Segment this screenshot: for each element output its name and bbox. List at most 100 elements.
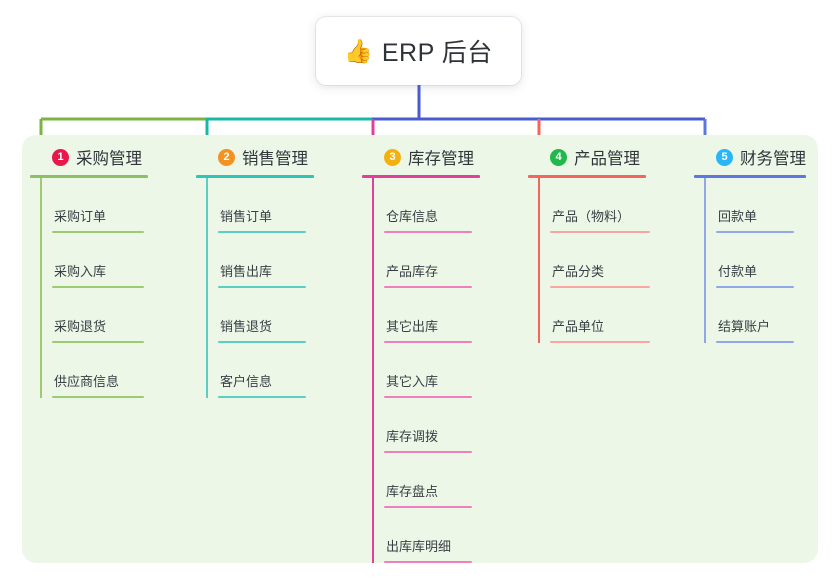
leaf-item[interactable]: 产品（物料） [528, 178, 680, 233]
leaf-item-label: 付款单 [718, 264, 758, 279]
diagram-panel [22, 135, 818, 563]
leaf-item[interactable]: 回款单 [694, 178, 826, 233]
leaf-item-underline [218, 286, 306, 288]
column-badge-4: 4 [550, 148, 567, 166]
leaf-item-underline [384, 561, 472, 563]
leaf-item-underline [384, 286, 472, 288]
leaf-item-underline [384, 231, 472, 233]
column-header-1[interactable]: 1 采购管理 [30, 144, 182, 170]
column-badge-3: 3 [384, 148, 401, 166]
leaf-item-label: 采购订单 [54, 209, 107, 224]
leaf-list-4: 产品（物料） 产品分类产品单位 [528, 178, 680, 343]
leaf-item-label: 出库库明细 [386, 539, 452, 554]
leaf-item-underline [716, 341, 794, 343]
leaf-item-underline [550, 231, 650, 233]
leaf-item-underline [716, 286, 794, 288]
leaf-item[interactable]: 销售订单 [196, 178, 348, 233]
leaf-item[interactable]: 销售出库 [196, 233, 348, 288]
column-header-3[interactable]: 3 库存管理 [362, 144, 514, 170]
leaf-item[interactable]: 结算账户 [694, 288, 826, 343]
leaf-item[interactable]: 仓库信息 [362, 178, 514, 233]
leaf-item-label: 产品（物料） [552, 209, 631, 224]
column-1: 1 采购管理采购订单采购入库采购退货供应商信息 [30, 144, 182, 398]
root-node-card[interactable]: 👍 ERP 后台 [316, 17, 521, 85]
leaf-item[interactable]: 产品单位 [528, 288, 680, 343]
leaf-item[interactable]: 其它入库 [362, 343, 514, 398]
leaf-item[interactable]: 其它出库 [362, 288, 514, 343]
column-title-1: 采购管理 [76, 150, 142, 168]
leaf-item-label: 销售出库 [220, 264, 273, 279]
leaf-item-label: 销售订单 [220, 209, 273, 224]
leaf-item-label: 其它出库 [386, 319, 439, 334]
leaf-item[interactable]: 客户信息 [196, 343, 348, 398]
leaf-item[interactable]: 采购入库 [30, 233, 182, 288]
leaf-item[interactable]: 库存调拨 [362, 398, 514, 453]
column-badge-1: 1 [52, 148, 69, 166]
leaf-list-3: 仓库信息产品库存其它出库其它入库库存调拨库存盘点出库库明细 [362, 178, 514, 563]
leaf-item[interactable]: 产品分类 [528, 233, 680, 288]
column-header-5[interactable]: 5 财务管理 [694, 144, 826, 170]
leaf-spine-3 [372, 178, 374, 563]
column-underline-4 [528, 175, 646, 178]
leaf-spine-5 [704, 178, 706, 343]
leaf-spine-2 [206, 178, 208, 398]
column-3: 3 库存管理仓库信息产品库存其它出库其它入库库存调拨库存盘点出库库明细 [362, 144, 514, 563]
leaf-item-label: 其它入库 [386, 374, 439, 389]
leaf-item[interactable]: 采购退货 [30, 288, 182, 343]
column-header-2[interactable]: 2 销售管理 [196, 144, 348, 170]
leaf-item[interactable]: 采购订单 [30, 178, 182, 233]
leaf-item-label: 产品分类 [552, 264, 605, 279]
leaf-list-1: 采购订单采购入库采购退货供应商信息 [30, 178, 182, 398]
leaf-item-underline [52, 231, 144, 233]
leaf-item-label: 结算账户 [718, 319, 771, 334]
leaf-item[interactable]: 库存盘点 [362, 453, 514, 508]
leaf-item-underline [384, 396, 472, 398]
leaf-item-label: 供应商信息 [54, 374, 120, 389]
leaf-item[interactable]: 产品库存 [362, 233, 514, 288]
leaf-item-label: 采购退货 [54, 319, 107, 334]
leaf-item-underline [550, 341, 650, 343]
leaf-item[interactable]: 供应商信息 [30, 343, 182, 398]
column-underline-1 [30, 175, 148, 178]
leaf-item-label: 库存盘点 [386, 484, 439, 499]
column-2: 2 销售管理销售订单销售出库销售退货客户信息 [196, 144, 348, 398]
column-badge-2: 2 [218, 148, 235, 166]
column-underline-3 [362, 175, 480, 178]
leaf-item-label: 回款单 [718, 209, 758, 224]
leaf-item-underline [52, 396, 144, 398]
thumbs-up-icon: 👍 [344, 37, 373, 64]
column-header-4[interactable]: 4 产品管理 [528, 144, 680, 170]
leaf-list-5: 回款单付款单结算账户 [694, 178, 826, 343]
leaf-spine-4 [538, 178, 540, 343]
column-4: 4 产品管理产品（物料） 产品分类产品单位 [528, 144, 680, 343]
leaf-item-underline [384, 341, 472, 343]
leaf-item-underline [384, 506, 472, 508]
column-title-2: 销售管理 [242, 150, 308, 168]
leaf-item-label: 销售退货 [220, 319, 273, 334]
leaf-item[interactable]: 销售退货 [196, 288, 348, 343]
leaf-item-label: 采购入库 [54, 264, 107, 279]
leaf-spine-1 [40, 178, 42, 398]
column-title-5: 财务管理 [740, 150, 806, 168]
leaf-item-underline [52, 341, 144, 343]
leaf-item-underline [218, 396, 306, 398]
leaf-item-label: 仓库信息 [386, 209, 439, 224]
leaf-item-underline [716, 231, 794, 233]
leaf-item[interactable]: 付款单 [694, 233, 826, 288]
column-underline-5 [694, 175, 806, 178]
leaf-item-underline [550, 286, 650, 288]
leaf-item[interactable]: 出库库明细 [362, 508, 514, 563]
column-title-4: 产品管理 [574, 150, 640, 168]
column-underline-2 [196, 175, 314, 178]
leaf-item-label: 产品库存 [386, 264, 439, 279]
leaf-item-label: 产品单位 [552, 319, 605, 334]
leaf-item-underline [218, 341, 306, 343]
leaf-item-underline [52, 286, 144, 288]
leaf-item-underline [218, 231, 306, 233]
column-5: 5 财务管理回款单付款单结算账户 [694, 144, 826, 343]
leaf-list-2: 销售订单销售出库销售退货客户信息 [196, 178, 348, 398]
column-title-3: 库存管理 [408, 150, 474, 168]
column-badge-5: 5 [716, 148, 733, 166]
root-node-title: ERP 后台 [381, 39, 493, 67]
